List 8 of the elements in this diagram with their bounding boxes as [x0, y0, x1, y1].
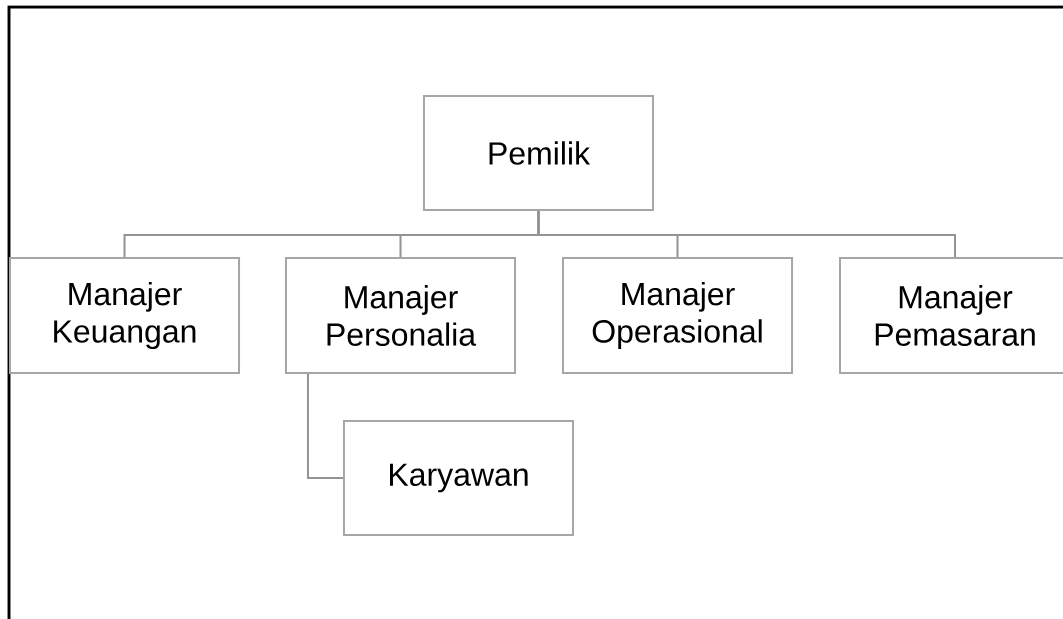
org-box: Manajer Keuangan	[8, 257, 241, 374]
org-box: Manajer Operasional	[561, 257, 794, 374]
org-box: Manajer Personalia	[284, 257, 517, 374]
org-box: Pemilik	[423, 95, 655, 211]
connector-line	[537, 210, 956, 259]
org-box: Manajer Pemasaran	[839, 257, 1063, 374]
connector-line	[306, 372, 344, 479]
org-box: Karyawan	[343, 420, 575, 536]
